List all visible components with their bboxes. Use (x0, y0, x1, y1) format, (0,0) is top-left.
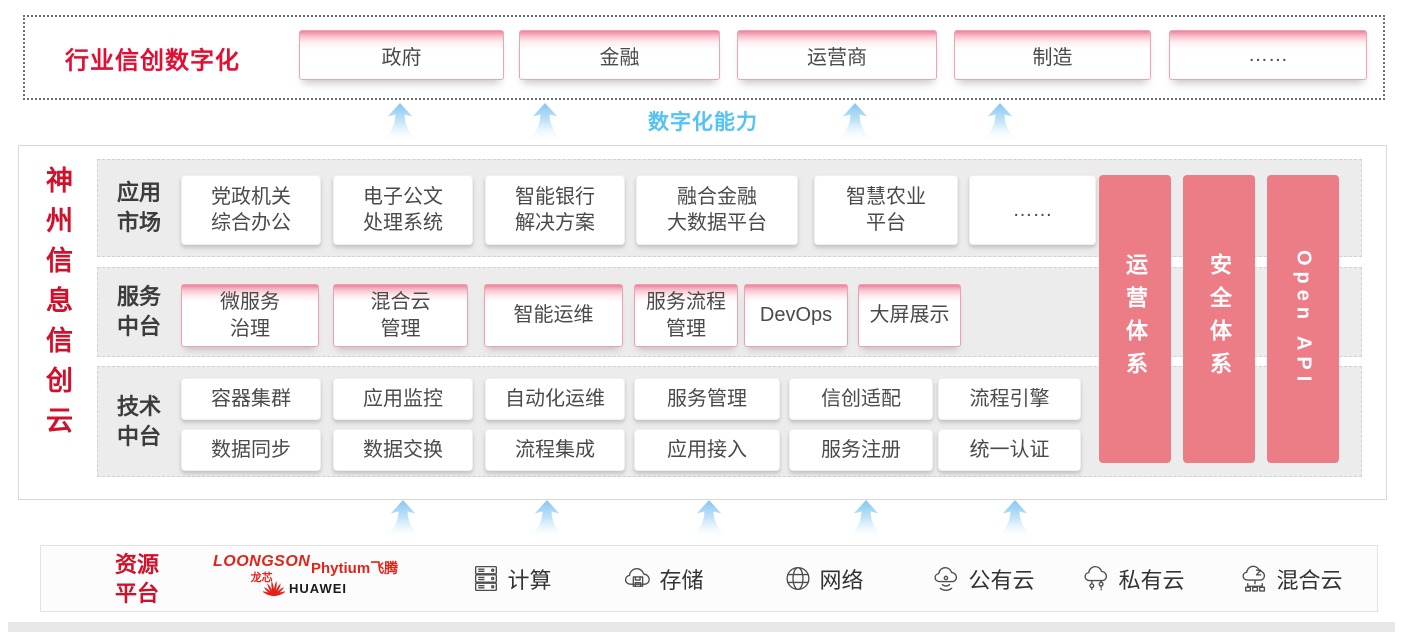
loongson-logo-text: LOONGSON (213, 553, 311, 570)
resource-item-label: 公有云 (968, 567, 1035, 593)
service-platform-box: 微服务 治理 (181, 284, 319, 347)
industry-box-more: …… (1169, 30, 1367, 80)
service-platform-row: 服务 中台 微服务 治理 混合云 管理 智能运维 服务流程 管理 DevOps … (97, 267, 1362, 357)
up-arrow-icon (690, 500, 728, 540)
resource-item-label: 混合云 (1276, 567, 1343, 593)
up-arrow-icon (526, 103, 564, 143)
tech-platform-box: 应用接入 (634, 429, 780, 471)
resource-item-storage: 存储 (622, 563, 704, 595)
resource-item-label: 网络 (819, 567, 864, 593)
app-market-box: 电子公文 处理系统 (333, 175, 473, 245)
phytium-logo: Phytium飞腾 (311, 558, 398, 578)
tech-platform-row: 技术 中台 容器集群 应用监控 自动化运维 服务管理 信创适配 流程引擎 数据同… (97, 366, 1362, 477)
up-arrow-icon (384, 500, 422, 540)
up-arrow-icon (847, 500, 885, 540)
tech-platform-box: 自动化运维 (485, 378, 625, 420)
resource-item-compute: 计算 (470, 563, 552, 595)
loongson-logo-cn: 龙芯 (250, 572, 273, 584)
pillar-operation-system: 运营体系 (1099, 175, 1171, 463)
huawei-flower-icon (263, 580, 285, 597)
app-market-label: 应用 市场 (116, 180, 161, 235)
app-market-box: 党政机关 综合办公 (181, 175, 321, 245)
huawei-logo-text: HUAWEI (289, 580, 347, 596)
storage-icon (624, 568, 650, 587)
resource-item-label: 存储 (659, 567, 704, 593)
up-arrow-icon (981, 103, 1019, 143)
resource-item-network: 网络 (782, 563, 864, 595)
hybrid-cloud-icon (1242, 565, 1266, 592)
tech-platform-box: 统一认证 (938, 429, 1081, 471)
service-platform-box: DevOps (744, 284, 848, 347)
app-market-box: 智能银行 解决方案 (485, 175, 625, 245)
tech-platform-box: 服务注册 (789, 429, 933, 471)
cloud-platform-title: 神州信息信创云 (42, 166, 72, 446)
service-platform-box: 混合云 管理 (333, 284, 468, 347)
tech-platform-box: 服务管理 (634, 378, 780, 420)
service-platform-box: 智能运维 (484, 284, 623, 347)
pillar-open-api: Open API (1267, 175, 1339, 463)
up-arrow-icon (381, 103, 419, 143)
up-arrow-icon (836, 103, 874, 143)
public-cloud-icon (934, 566, 958, 592)
resource-item-hybrid-cloud: 混合云 (1239, 563, 1343, 595)
tech-platform-box: 信创适配 (789, 378, 933, 420)
app-market-row: 应用 市场 党政机关 综合办公 电子公文 处理系统 智能银行 解决方案 融合金融… (97, 159, 1362, 257)
app-market-box: 智慧农业 平台 (814, 175, 958, 245)
pillar-security-system: 安全体系 (1183, 175, 1255, 463)
huawei-logo: HUAWEI (263, 579, 347, 597)
resource-platform-label: 资源 平台 (114, 551, 159, 606)
compute-icon (474, 565, 497, 592)
tech-platform-box: 流程集成 (485, 429, 625, 471)
resource-item-private-cloud: 私有云 (1081, 563, 1185, 595)
up-arrow-icon (528, 500, 566, 540)
app-market-box-more: …… (969, 175, 1096, 245)
service-platform-box: 大屏展示 (858, 284, 961, 347)
tech-platform-box: 数据同步 (181, 429, 321, 471)
loongson-logo: LOONGSON 龙芯 (213, 553, 310, 585)
industry-box-manufacturing: 制造 (954, 30, 1151, 80)
resource-item-label: 计算 (507, 567, 552, 593)
banner-title: 行业信创数字化 (65, 47, 240, 74)
tech-platform-box: 应用监控 (333, 378, 473, 420)
service-platform-box: 服务流程 管理 (634, 284, 738, 347)
resource-item-label: 私有云 (1118, 567, 1185, 593)
network-icon (786, 566, 810, 591)
bottom-section-edge (8, 622, 1395, 632)
tech-platform-box: 容器集群 (181, 378, 321, 420)
cloud-platform-box: 神州信息信创云 应用 市场 党政机关 综合办公 电子公文 处理系统 智能银行 解… (18, 145, 1387, 500)
private-cloud-icon (1084, 565, 1108, 592)
phytium-logo-cn: 飞腾 (370, 560, 399, 576)
tech-platform-box: 流程引擎 (938, 378, 1081, 420)
resource-platform-panel: 资源 平台 LOONGSON 龙芯 Phytium飞腾 HU (40, 545, 1378, 612)
tech-platform-box: 数据交换 (333, 429, 473, 471)
pillar-operation-label: 运营体系 (1123, 253, 1148, 385)
up-arrow-icon (996, 500, 1034, 540)
pillar-security-label: 安全体系 (1207, 253, 1232, 385)
pillar-open-api-label: Open API (1292, 250, 1315, 388)
phytium-logo-text: Phytium (311, 560, 371, 577)
industry-box-finance: 金融 (519, 30, 720, 80)
service-platform-label: 服务 中台 (116, 284, 161, 339)
industry-banner: 行业信创数字化 政府 金融 运营商 制造 …… (23, 15, 1385, 100)
industry-box-telecom: 运营商 (737, 30, 937, 80)
app-market-box: 融合金融 大数据平台 (636, 175, 798, 245)
industry-box-government: 政府 (299, 30, 504, 80)
tech-platform-label: 技术 中台 (116, 393, 161, 449)
capability-label: 数字化能力 (648, 111, 758, 134)
resource-item-public-cloud: 公有云 (931, 563, 1035, 595)
